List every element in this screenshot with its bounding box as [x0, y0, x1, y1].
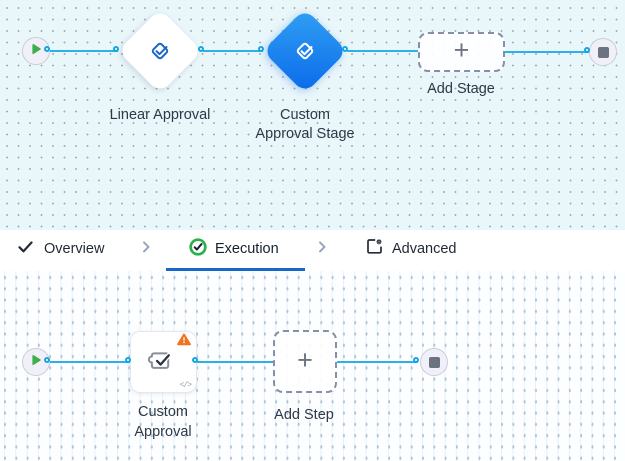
code-icon: </>	[179, 381, 192, 390]
add-step-button[interactable]: +	[273, 330, 337, 393]
stage-label: Custom Approval Stage	[255, 107, 355, 142]
stage-canvas[interactable]: + Linear Approval Custom Approval Stage …	[0, 0, 625, 230]
approval-stage-icon	[130, 21, 190, 81]
port-handle[interactable]	[583, 46, 590, 53]
chevron-right-icon	[317, 239, 328, 259]
stage-tab-bar: Overview Execution	[0, 230, 625, 271]
edge	[347, 49, 418, 53]
play-icon	[30, 353, 42, 371]
step-node-custom-approval[interactable]: </>	[130, 331, 197, 393]
play-icon	[30, 42, 42, 60]
advanced-settings-icon	[366, 238, 383, 260]
stage-node-custom-approval-stage[interactable]	[262, 8, 348, 94]
plus-icon: +	[453, 35, 470, 65]
chevron-right-icon	[141, 239, 152, 259]
stage-label: Linear Approval	[109, 107, 211, 123]
add-stage-label: Add Stage	[427, 81, 495, 97]
tab-overview[interactable]: Overview	[18, 230, 104, 268]
add-stage-button[interactable]: +	[418, 32, 505, 72]
step-label: Custom Approval	[134, 404, 192, 440]
approval-stage-icon	[275, 21, 335, 81]
port-handle[interactable]	[341, 45, 348, 52]
check-circle-icon	[189, 237, 207, 261]
port-handle[interactable]	[43, 45, 50, 52]
edge	[337, 360, 418, 364]
stop-icon	[597, 46, 609, 58]
end-node[interactable]	[420, 348, 448, 376]
warning-icon	[177, 333, 191, 346]
check-icon	[18, 240, 33, 258]
step-canvas[interactable]: </> + Custom Approval Add Step	[0, 271, 625, 461]
port-handle[interactable]	[43, 356, 50, 363]
edge	[203, 49, 263, 53]
port-handle[interactable]	[257, 45, 264, 52]
edge	[505, 50, 589, 54]
tab-execution[interactable]: Execution	[189, 230, 279, 268]
port-handle[interactable]	[124, 356, 131, 363]
tab-advanced[interactable]: Advanced	[366, 230, 457, 268]
edge	[49, 360, 130, 364]
port-handle[interactable]	[197, 45, 204, 52]
port-handle[interactable]	[191, 356, 198, 363]
port-handle[interactable]	[112, 45, 119, 52]
edge	[49, 49, 118, 53]
add-step-label: Add Step	[274, 407, 334, 423]
end-node[interactable]	[589, 38, 617, 66]
edge	[197, 360, 273, 364]
stop-icon	[428, 356, 440, 368]
active-tab-underline	[166, 268, 305, 271]
stage-node-linear-approval[interactable]	[117, 8, 203, 94]
approval-task-icon	[145, 347, 174, 377]
plus-icon: +	[297, 344, 313, 375]
port-handle[interactable]	[412, 356, 419, 363]
